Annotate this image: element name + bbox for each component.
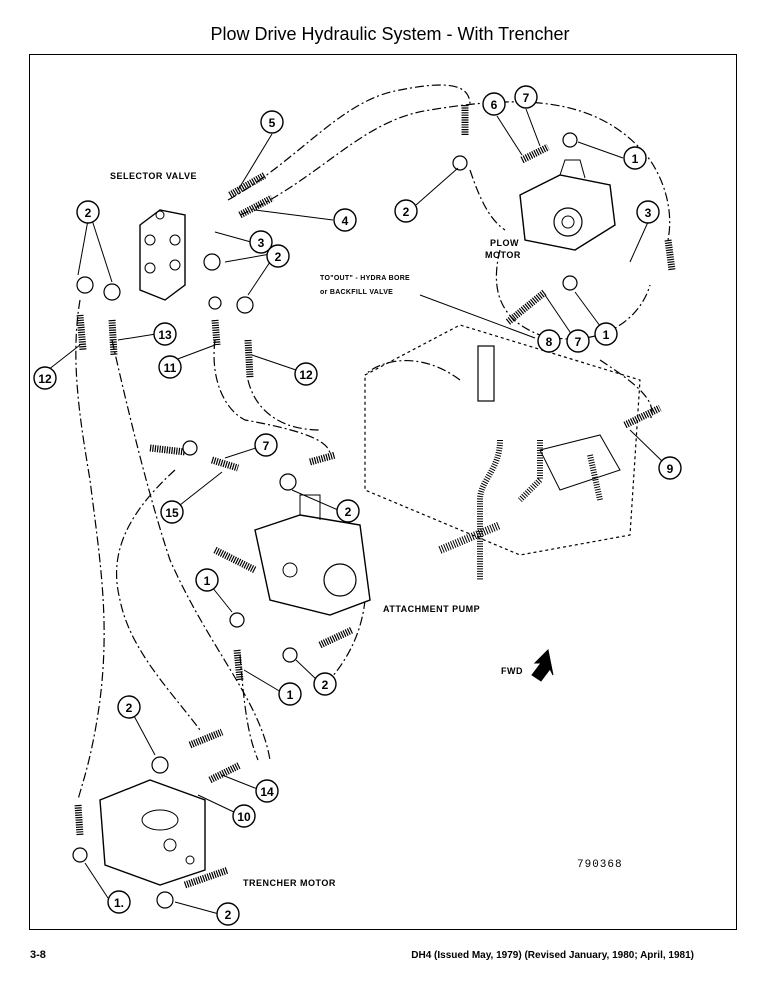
callout-4: 4: [333, 208, 357, 232]
callout-5: 5: [260, 110, 284, 134]
svg-text:1.: 1.: [114, 896, 124, 910]
callout-1: 1: [623, 146, 647, 170]
callouts: 5 6 7 1 2 4 3 2 3 2 2 13 12 11 12 8 7 1 …: [33, 85, 682, 926]
hose-fittings: [74, 105, 676, 889]
plow-motor-label-2: MOTOR: [485, 250, 521, 260]
callout-7: 7: [566, 329, 590, 353]
issue-note: DH4 (Issued May, 1979) (Revised January,…: [411, 950, 694, 961]
svg-text:1: 1: [603, 328, 610, 342]
callout-14: 14: [255, 779, 279, 803]
callout-15: 15: [160, 500, 184, 524]
attachment-pump: [254, 494, 371, 616]
callout-1: 1: [278, 682, 302, 706]
callout-2: 2: [216, 902, 240, 926]
svg-text:11: 11: [164, 361, 177, 375]
svg-text:7: 7: [575, 335, 582, 349]
svg-text:10: 10: [237, 810, 251, 824]
selector-valve-label: SELECTOR VALVE: [110, 171, 198, 181]
svg-text:2: 2: [85, 206, 92, 220]
callout-1: 1.: [107, 890, 131, 914]
svg-text:13: 13: [158, 328, 172, 342]
svg-text:3: 3: [258, 236, 265, 250]
svg-text:2: 2: [275, 250, 282, 264]
svg-text:12: 12: [38, 372, 52, 386]
page-title: Plow Drive Hydraulic System - With Trenc…: [210, 24, 570, 44]
svg-text:2: 2: [322, 678, 329, 692]
oil-tank: [364, 324, 641, 580]
callout-8: 8: [537, 329, 561, 353]
callout-7: 7: [514, 85, 538, 109]
callout-12: 12: [33, 366, 57, 390]
svg-text:6: 6: [491, 98, 498, 112]
trencher-motor: [99, 779, 206, 886]
svg-text:15: 15: [165, 506, 179, 520]
plow-motor-label-1: PLOW: [490, 238, 519, 248]
svg-text:1: 1: [632, 152, 639, 166]
svg-text:1: 1: [204, 574, 211, 588]
svg-text:1: 1: [287, 688, 294, 702]
svg-text:4: 4: [342, 214, 349, 228]
svg-text:2: 2: [403, 205, 410, 219]
svg-text:2: 2: [345, 505, 352, 519]
plow-motor: [519, 159, 616, 251]
to-out-label-2: or BACKFILL VALVE: [320, 289, 394, 296]
callout-2: 2: [76, 200, 100, 224]
svg-text:7: 7: [263, 439, 270, 453]
fwd-label: FWD: [501, 666, 523, 676]
diagram-frame: [29, 54, 737, 930]
callout-6: 6: [482, 92, 506, 116]
trencher-motor-label: TRENCHER MOTOR: [243, 878, 336, 888]
callout-2: 2: [313, 672, 337, 696]
page-number: 3-8: [30, 949, 46, 961]
svg-text:12: 12: [299, 368, 313, 382]
callout-3: 3: [636, 200, 660, 224]
callout-10: 10: [232, 804, 256, 828]
callout-13: 13: [153, 322, 177, 346]
attachment-pump-label: ATTACHMENT PUMP: [383, 604, 481, 614]
fwd-arrow-icon: [531, 648, 554, 682]
callout-7: 7: [254, 433, 278, 457]
callout-3: 3: [249, 230, 273, 254]
svg-text:2: 2: [126, 701, 133, 715]
callout-2: 2: [117, 695, 141, 719]
callout-12: 12: [294, 362, 318, 386]
callout-9: 9: [658, 456, 682, 480]
drawing-number: 790368: [577, 859, 623, 871]
callout-2: 2: [336, 499, 360, 523]
svg-text:3: 3: [645, 206, 652, 220]
callout-11: 11: [158, 355, 182, 379]
callout-1: 1: [594, 322, 618, 346]
svg-text:5: 5: [269, 116, 276, 130]
svg-text:7: 7: [523, 91, 530, 105]
to-out-label-1: TO"OUT" - HYDRA BORE: [320, 275, 411, 282]
svg-text:9: 9: [667, 462, 674, 476]
svg-text:8: 8: [546, 335, 553, 349]
callout-1: 1: [195, 568, 219, 592]
elbow-fittings: [72, 132, 578, 909]
callout-2: 2: [266, 244, 290, 268]
callout-2: 2: [394, 199, 418, 223]
svg-text:2: 2: [225, 908, 232, 922]
selector-valve: [139, 209, 186, 301]
svg-text:14: 14: [260, 785, 274, 799]
